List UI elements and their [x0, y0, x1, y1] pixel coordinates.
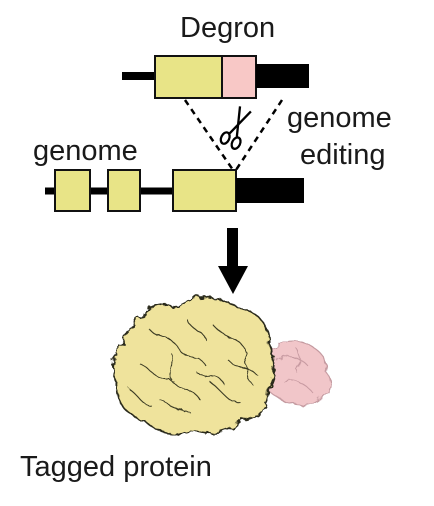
donor-exon	[154, 55, 223, 99]
genome-right-block	[236, 178, 304, 203]
genome-editing-label-line1: genome	[287, 102, 392, 134]
degron-label: Degron	[180, 12, 276, 44]
tagged-protein-structure	[111, 297, 332, 435]
degron-domain	[260, 340, 332, 406]
genome-exon-2	[107, 169, 141, 212]
genome-locus	[45, 169, 304, 212]
genome-exon-1	[54, 169, 91, 212]
donor-construct	[122, 55, 309, 99]
genome-editing-label-line2: editing	[300, 139, 386, 171]
genome-label: genome	[33, 135, 138, 167]
dashed-line-right	[234, 99, 284, 171]
donor-right-block	[256, 64, 309, 88]
protein-body	[111, 297, 276, 435]
degron-tag	[221, 55, 257, 99]
scissors-icon	[219, 106, 252, 150]
genome-exon-3	[172, 169, 237, 212]
insertion-guide-lines	[183, 99, 284, 171]
arrow-down-icon	[218, 228, 248, 294]
tagged-protein-label: Tagged protein	[20, 451, 212, 483]
dashed-line-left	[183, 99, 235, 171]
